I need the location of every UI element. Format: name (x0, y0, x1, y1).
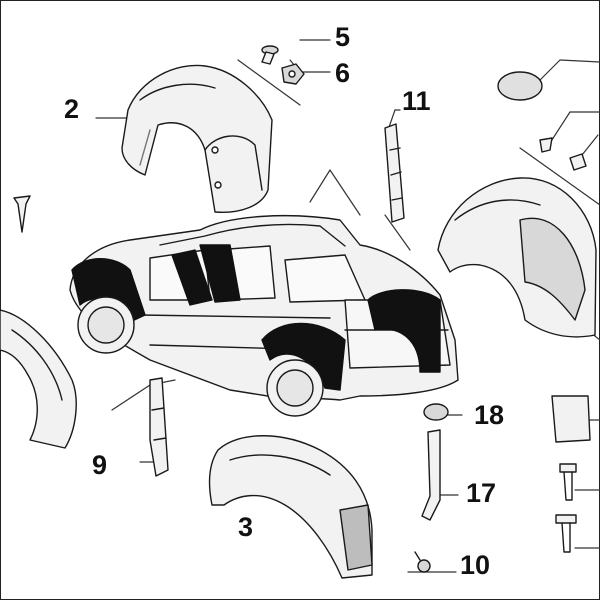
right-edge-parts (497, 71, 591, 553)
callout-5: 5 (335, 22, 351, 52)
part-3-wheel-liner (208, 435, 373, 579)
part-18-grommet (423, 403, 449, 421)
callout-17: 17 (466, 478, 497, 508)
callout-3: 3 (238, 512, 254, 542)
callout-6: 6 (335, 58, 351, 88)
part-9-bracket (149, 377, 169, 477)
left-edge-liner (0, 309, 77, 449)
callout-10: 10 (460, 550, 491, 580)
callout-18: 18 (474, 400, 505, 430)
callout-2: 2 (64, 94, 80, 124)
part-rear-wheel-liner-right (437, 177, 597, 338)
part-2-wheel-liner (121, 64, 273, 213)
part-11-strip (384, 123, 405, 223)
callout-11: 11 (402, 86, 431, 116)
part-6-nut (281, 63, 305, 85)
vehicle-wheels (77, 296, 324, 417)
part-17-bracket (421, 429, 441, 521)
part-5-clip (261, 45, 279, 65)
callout-9: 9 (92, 450, 108, 480)
push-pin-left (13, 195, 31, 233)
part-10-clip (414, 551, 431, 573)
